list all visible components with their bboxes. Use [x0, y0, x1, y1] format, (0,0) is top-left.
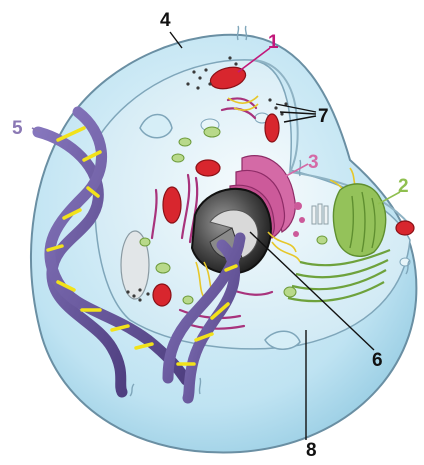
smooth-er: [287, 183, 391, 303]
membrane-pit: [264, 330, 301, 350]
label-3: 3: [308, 152, 319, 173]
centrioles: [311, 203, 329, 225]
membrane-pit: [139, 113, 173, 139]
label-2: 2: [398, 176, 409, 197]
mitochondrion: [195, 159, 221, 177]
mitochondrion: [264, 113, 280, 143]
dna-double-helix: [32, 106, 246, 404]
mitochondrion: [395, 220, 415, 236]
membrane-proteins: [129, 25, 411, 397]
mitochondrion: [162, 186, 182, 224]
dna-base-pairs: [46, 126, 238, 366]
label-1: 1: [268, 32, 279, 53]
ribosomes: [126, 56, 288, 302]
vacuole: [120, 230, 150, 300]
label-8: 8: [306, 440, 317, 461]
label-4: 4: [160, 10, 171, 31]
mitochondria-group: [152, 66, 415, 307]
label-7: 7: [318, 106, 329, 127]
label-5: 5: [12, 118, 23, 139]
nucleus: [190, 187, 272, 275]
leader-lines: [31, 31, 401, 440]
lysosome-group: [139, 126, 328, 305]
label-6: 6: [372, 350, 383, 371]
mitochondrion: [152, 283, 172, 307]
